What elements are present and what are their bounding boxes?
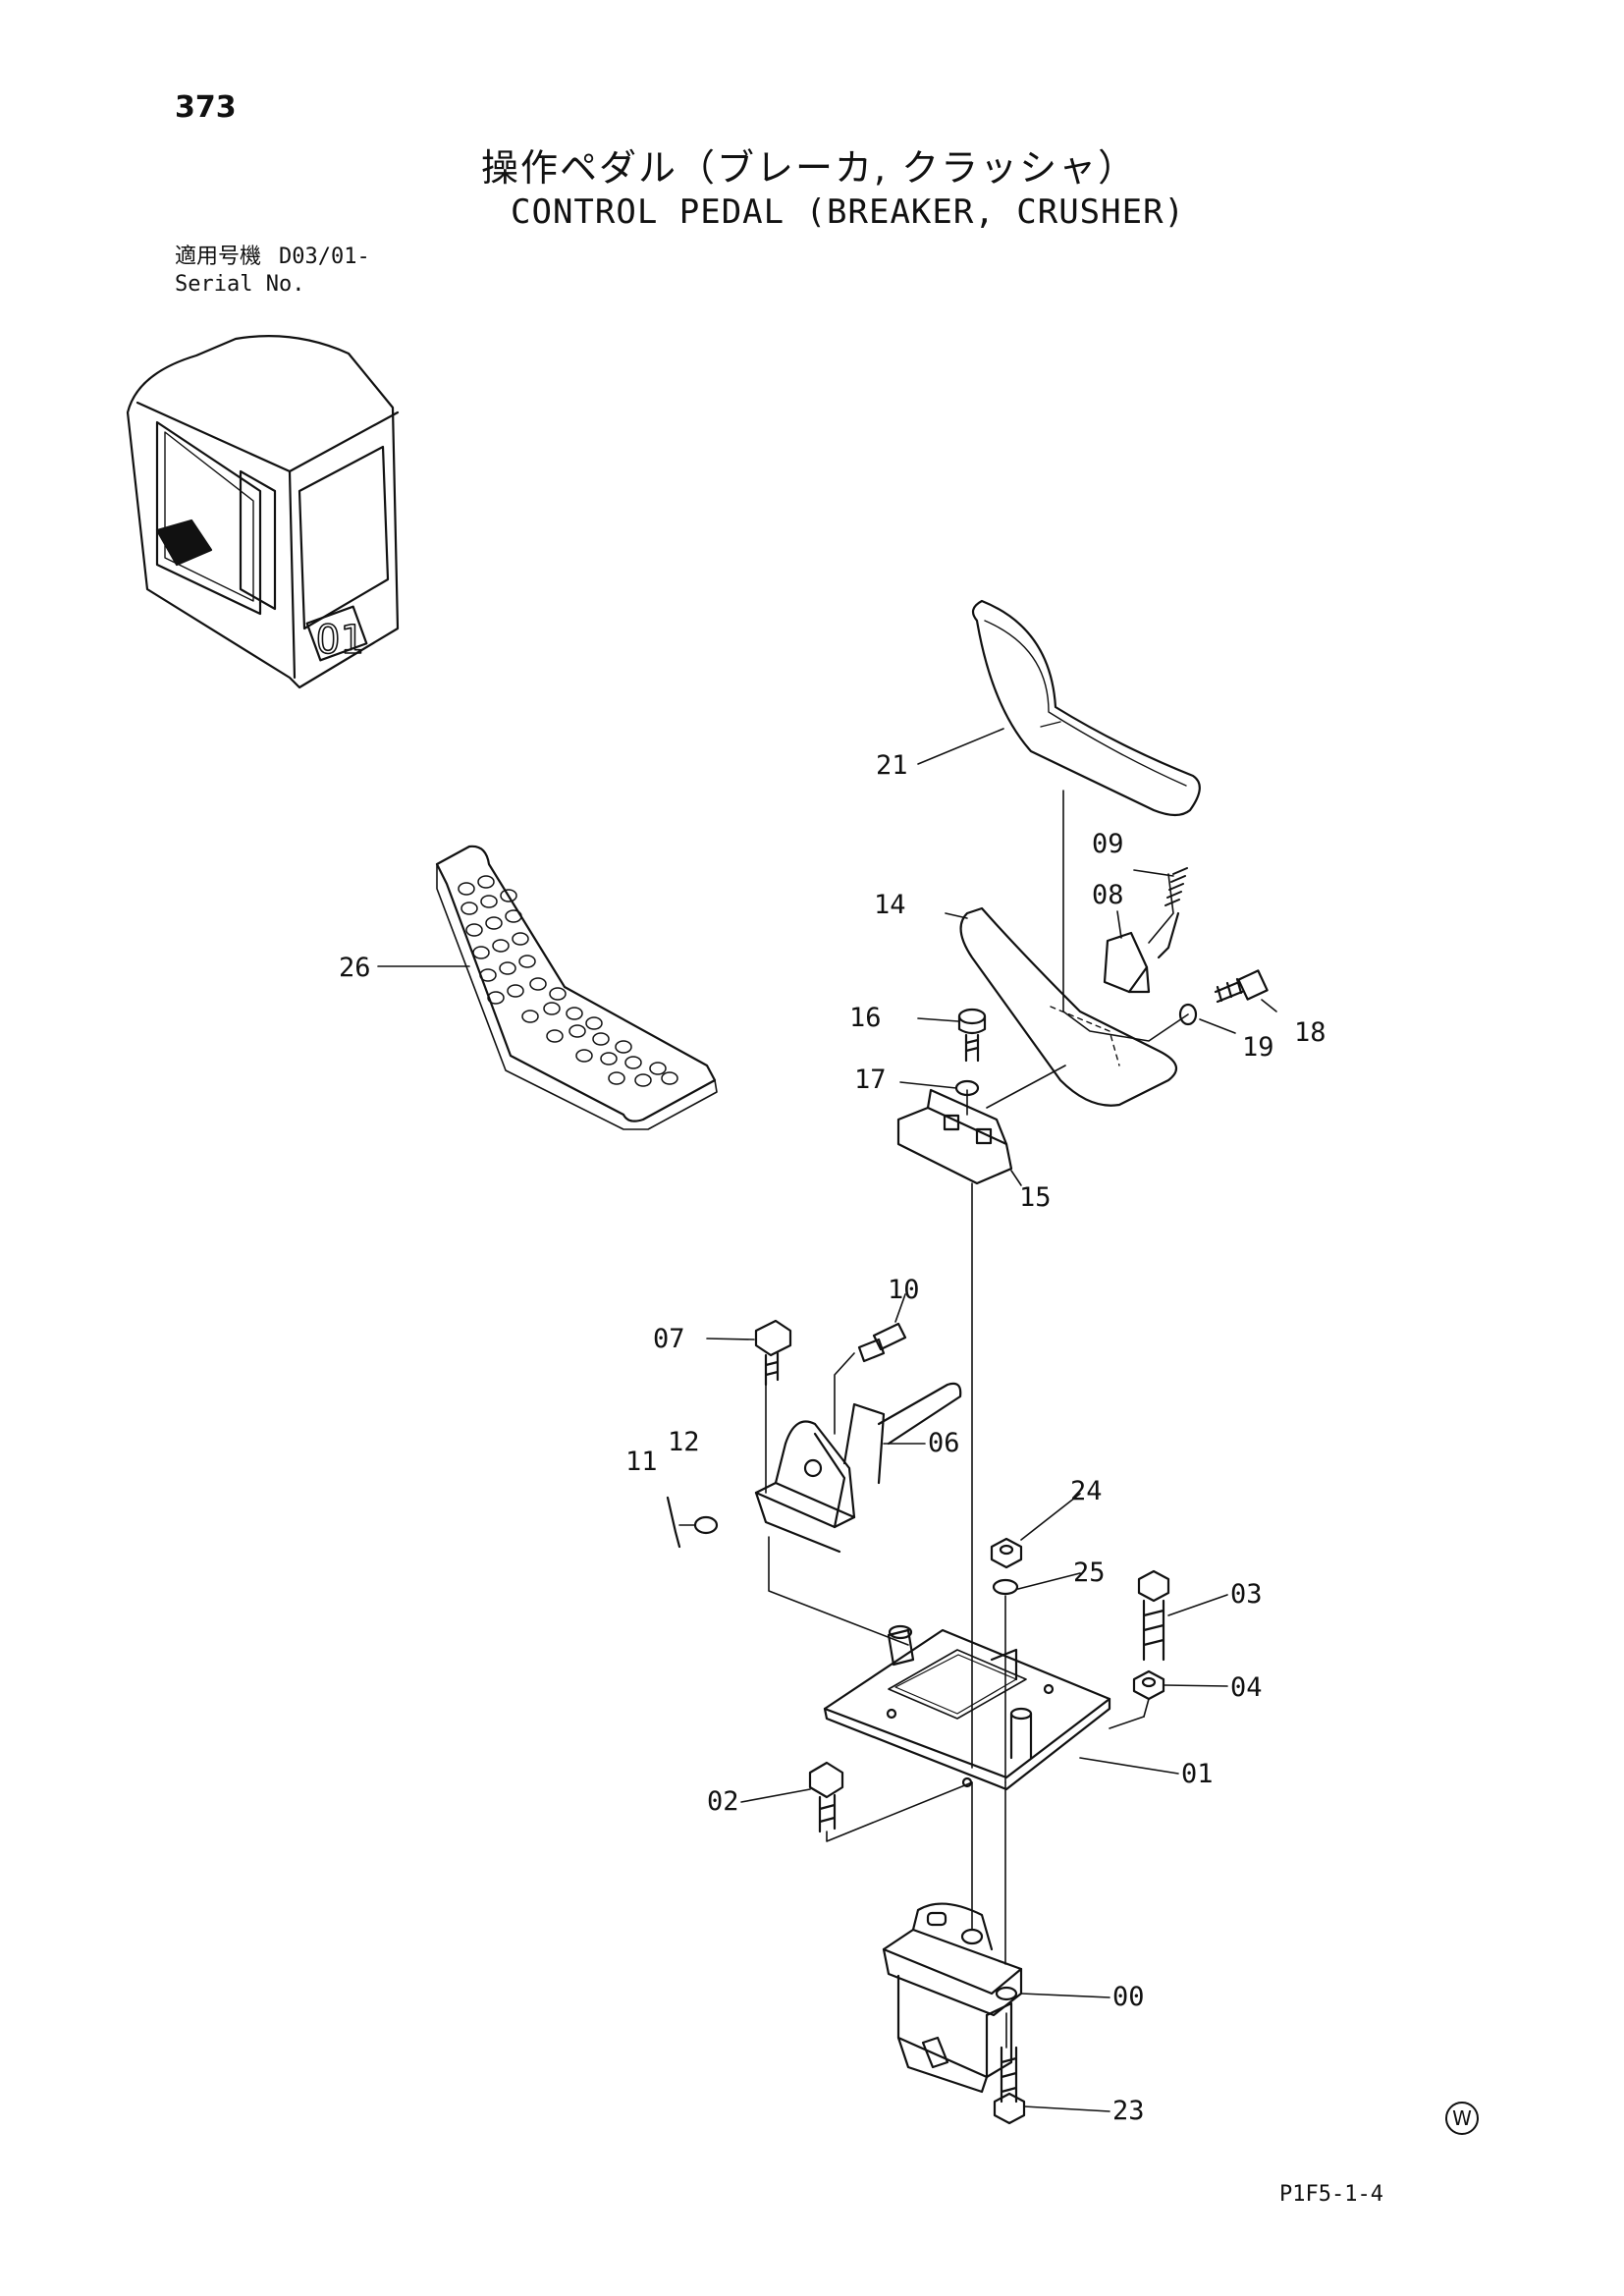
part-23-bolt xyxy=(993,2046,1026,2125)
part-21-pedal-pad xyxy=(971,599,1201,817)
title-english: CONTROL PEDAL (BREAKER, CRUSHER) xyxy=(511,192,1186,232)
callout-03: 03 xyxy=(1230,1579,1263,1610)
serial-block: 適用号機 D03/01- Serial No. xyxy=(175,244,370,299)
callout-06: 06 xyxy=(928,1428,960,1458)
callout-15: 15 xyxy=(1019,1182,1052,1213)
pad-dimple xyxy=(477,875,495,889)
callout-17: 17 xyxy=(854,1065,887,1095)
pad-dimple xyxy=(479,968,497,982)
diagram-code: P1F5-1-4 xyxy=(1279,2182,1383,2207)
pad-dimple xyxy=(634,1073,652,1087)
serial-label-en: Serial No. xyxy=(175,272,305,297)
pad-dimple xyxy=(661,1071,678,1085)
page-number: 373 xyxy=(175,90,237,125)
title-japanese: 操作ペダル（ブレーカ, クラッシャ） xyxy=(481,146,1138,190)
part-09-spring xyxy=(1157,867,1188,959)
pad-dimple xyxy=(568,1024,586,1038)
serial-value: D03/01- xyxy=(279,245,370,269)
pad-dimple xyxy=(500,889,517,902)
pad-dimple xyxy=(649,1062,667,1075)
part-16-bolt xyxy=(957,1008,987,1063)
part-01-base-plate xyxy=(823,1624,1111,1791)
callout-09: 09 xyxy=(1092,829,1124,859)
part-14-pedal-plate xyxy=(959,906,1178,1107)
pad-dimple xyxy=(487,991,505,1005)
pad-dimple xyxy=(460,902,478,915)
part-06-pedal-bracket xyxy=(754,1382,962,1554)
callout-23: 23 xyxy=(1112,2096,1145,2126)
callout-14: 14 xyxy=(874,890,906,920)
assembly-lines xyxy=(678,790,1189,2049)
part-24-nut xyxy=(990,1537,1023,1569)
pad-dimple xyxy=(549,987,567,1001)
pad-dimple xyxy=(458,882,475,896)
part-12-washer xyxy=(693,1515,719,1535)
pad-dimple xyxy=(566,1007,583,1020)
part-08-bracket xyxy=(1103,931,1151,994)
pad-dimple xyxy=(505,909,522,923)
part-18-bolt xyxy=(1214,969,1269,1004)
pad-dimple xyxy=(575,1049,593,1063)
callout-18: 18 xyxy=(1294,1017,1326,1048)
callouts: 21 09 08 14 26 18 19 16 17 15 10 07 06 1… xyxy=(339,750,1326,2126)
pad-dimple xyxy=(492,939,510,953)
pad-dimple xyxy=(512,932,529,946)
pad-dimple xyxy=(546,1029,564,1043)
pad-dimple xyxy=(472,946,490,959)
pad-dimple xyxy=(521,1010,539,1023)
serial-label-jp: 適用号機 xyxy=(175,245,262,269)
pad-dimple xyxy=(600,1052,618,1066)
pad-dimple xyxy=(543,1002,561,1015)
part-03-bolt xyxy=(1137,1569,1170,1662)
part-19-washer xyxy=(1178,1003,1198,1026)
callout-02: 02 xyxy=(707,1786,739,1817)
pad-dimple xyxy=(529,977,547,991)
callout-10: 10 xyxy=(888,1275,920,1305)
w-mark: W xyxy=(1445,2102,1479,2135)
cab-label: O1 xyxy=(316,618,363,663)
part-26-rubber-pad xyxy=(435,845,718,1130)
part-00-pilot-valve xyxy=(882,1902,1023,2094)
pad-dimple xyxy=(624,1056,642,1069)
pad-dimple xyxy=(499,961,516,975)
cab-illustration: O1 xyxy=(126,335,400,689)
callout-25: 25 xyxy=(1073,1558,1106,1588)
part-04-nut xyxy=(1132,1669,1165,1701)
pad-dimple xyxy=(507,984,524,998)
part-15-bracket xyxy=(896,1088,1013,1185)
callout-12: 12 xyxy=(668,1427,700,1457)
part-07-bolt xyxy=(754,1319,792,1387)
pad-dimple xyxy=(592,1032,610,1046)
callout-26: 26 xyxy=(339,953,371,983)
callout-01: 01 xyxy=(1181,1759,1214,1789)
pad-dimple xyxy=(518,955,536,968)
callout-21: 21 xyxy=(876,750,908,781)
callout-04: 04 xyxy=(1230,1672,1263,1703)
pad-dimple xyxy=(585,1016,603,1030)
part-11-cotter-pin xyxy=(666,1496,681,1549)
pad-dimple xyxy=(485,916,503,930)
pad-dimple xyxy=(615,1040,632,1054)
leader-lines xyxy=(377,728,1277,2112)
pad-dimple xyxy=(480,895,498,908)
callout-19: 19 xyxy=(1242,1032,1274,1063)
callout-11: 11 xyxy=(625,1447,658,1477)
callout-16: 16 xyxy=(849,1003,882,1033)
callout-24: 24 xyxy=(1070,1476,1103,1506)
callout-00: 00 xyxy=(1112,1982,1145,2012)
callout-08: 08 xyxy=(1092,880,1124,910)
part-02-bolt xyxy=(808,1761,844,1833)
callout-07: 07 xyxy=(653,1324,685,1354)
pad-dimple xyxy=(465,923,483,937)
part-10-pin xyxy=(857,1322,907,1363)
pad-dimple xyxy=(608,1071,625,1085)
part-25-washer xyxy=(992,1578,1019,1596)
